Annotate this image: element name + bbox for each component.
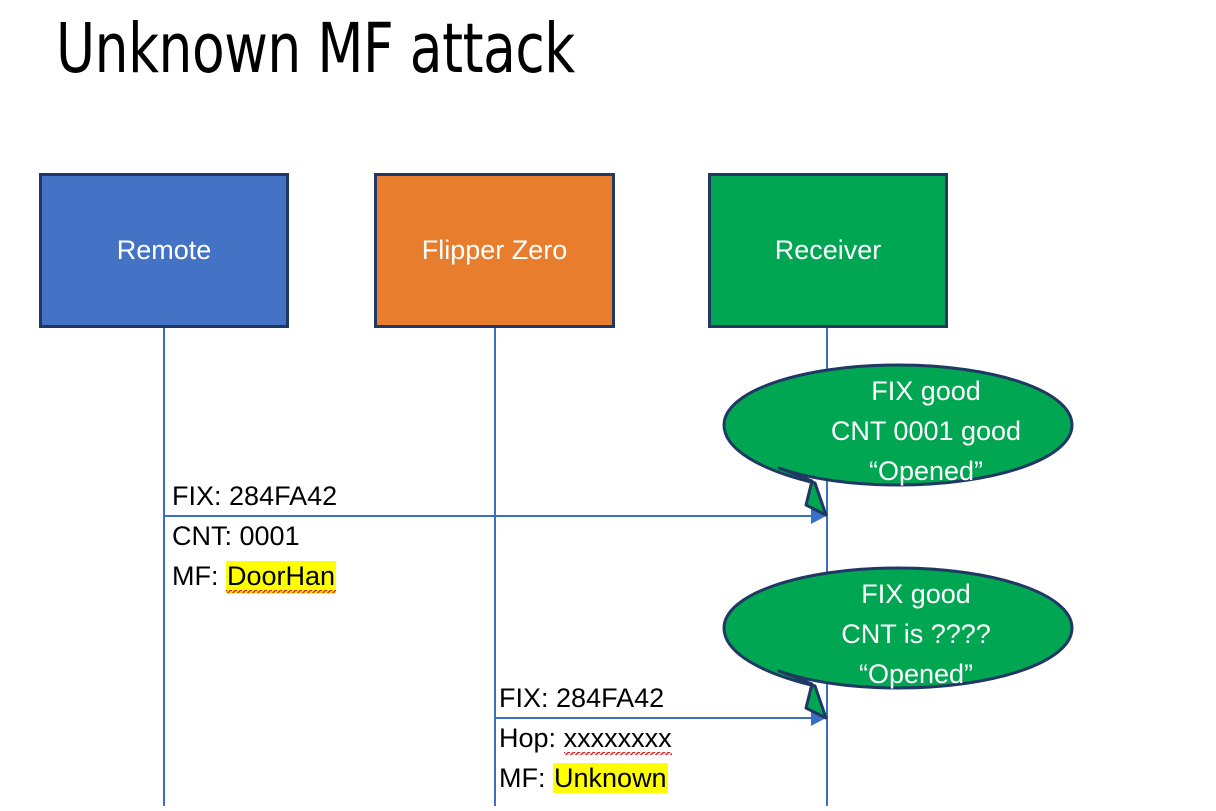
message-1-labels: FIX: 284FA42 CNT: 0001 MF: DoorHan xyxy=(172,476,337,596)
actor-box-remote[interactable]: Remote xyxy=(39,173,289,328)
lifeline-remote xyxy=(163,328,165,806)
message-2-line-3-value: Unknown xyxy=(553,763,668,793)
message-1-line-3: MF: DoorHan xyxy=(172,556,337,596)
message-arrow-2-line xyxy=(494,717,813,719)
message-1-line-3-value: DoorHan xyxy=(226,561,337,594)
speech-bubble-2-shape-icon xyxy=(722,566,1074,720)
message-1-line-2-value: 0001 xyxy=(239,521,300,551)
lifeline-flipper-zero xyxy=(494,328,496,806)
lifeline-receiver xyxy=(826,328,828,806)
message-2-line-2-value: xxxxxxxx xyxy=(563,723,672,756)
message-2-line-2-label: Hop: xyxy=(499,723,557,753)
actor-label-receiver: Receiver xyxy=(774,234,882,265)
message-1-line-2-label: CNT: xyxy=(172,521,232,551)
actor-label-flipper-zero: Flipper Zero xyxy=(421,234,568,265)
message-1-line-1-label: FIX: xyxy=(172,481,222,511)
message-2-labels: FIX: 284FA42 Hop: xxxxxxxx MF: Unknown xyxy=(499,678,672,798)
message-1-line-2: CNT: 0001 xyxy=(172,516,337,556)
speech-bubble-receiver-1[interactable]: FIX good CNT 0001 good “Opened” xyxy=(722,363,1074,523)
message-2-line-1-value: 284FA42 xyxy=(556,683,665,713)
message-2-line-3: MF: Unknown xyxy=(499,758,672,798)
actor-box-receiver[interactable]: Receiver xyxy=(708,173,948,328)
message-1-line-1-value: 284FA42 xyxy=(229,481,338,511)
message-1-line-1: FIX: 284FA42 xyxy=(172,476,337,516)
message-arrow-1-line xyxy=(163,515,813,517)
speech-bubble-1-shape-icon xyxy=(722,363,1074,517)
actor-label-remote: Remote xyxy=(116,234,212,265)
message-2-line-1: FIX: 284FA42 xyxy=(499,678,672,718)
message-2-line-2: Hop: xxxxxxxx xyxy=(499,718,672,758)
message-1-line-3-label: MF: xyxy=(172,561,219,591)
page-title: Unknown MF attack xyxy=(56,9,575,89)
message-2-line-3-label: MF: xyxy=(499,763,546,793)
speech-bubble-receiver-2[interactable]: FIX good CNT is ???? “Opened” xyxy=(722,566,1074,726)
actor-box-flipper-zero[interactable]: Flipper Zero xyxy=(374,173,615,328)
message-2-line-1-label: FIX: xyxy=(499,683,549,713)
